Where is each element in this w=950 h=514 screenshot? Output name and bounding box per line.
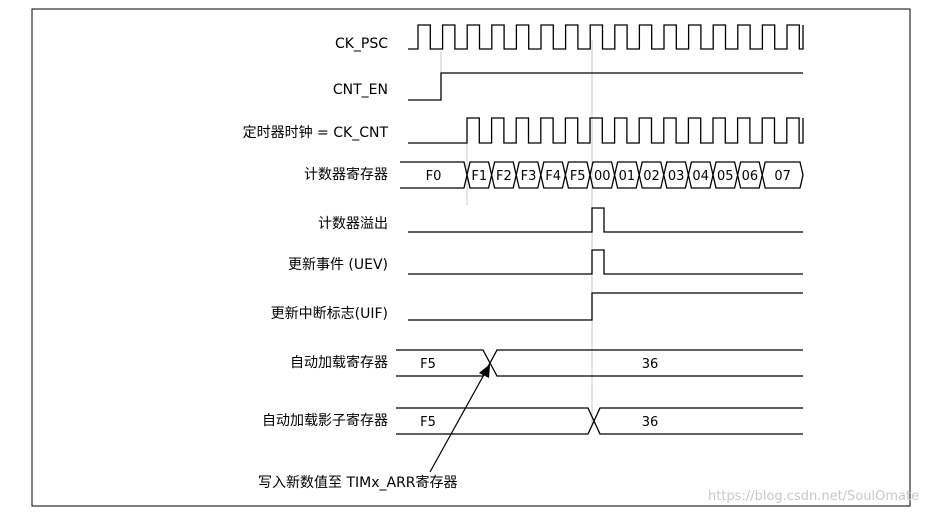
label-auto-reload-shadow-register: 自动加载影子寄存器 <box>262 412 388 429</box>
counter-value: F5 <box>570 169 586 184</box>
arr-bus-outline <box>396 349 803 377</box>
counter-register-bus: F0 F1 F2 F3 F4 F5 00 01 02 03 04 05 06 07 <box>400 161 804 189</box>
counter-value: 04 <box>692 169 709 184</box>
counter-value: 07 <box>774 169 791 184</box>
ck-psc-waveform <box>408 24 804 50</box>
label-update-event: 更新事件 (UEV) <box>288 257 388 273</box>
counter-cell-outline <box>490 161 517 189</box>
label-counter-register: 计数器寄存器 <box>304 166 388 183</box>
counter-value: F3 <box>521 169 537 184</box>
ck-cnt-waveform <box>408 117 804 144</box>
annotation-arrow-head <box>479 364 490 378</box>
arr-shadow-value-before: F5 <box>420 415 436 430</box>
counter-value: 01 <box>619 169 636 184</box>
label-cnt-en: CNT_EN <box>333 82 388 98</box>
counter-cell-outline <box>613 161 640 189</box>
counter-value: F0 <box>426 169 442 184</box>
diagram-border <box>31 8 911 507</box>
counter-cell-outline <box>540 161 567 189</box>
counter-cell-outline <box>687 161 714 189</box>
uif-waveform <box>408 292 803 321</box>
update-event-waveform <box>408 249 803 275</box>
counter-overflow-waveform <box>408 207 803 233</box>
counter-value: F1 <box>471 169 487 184</box>
arr-value-after: 36 <box>642 357 659 372</box>
watermark-text: https://blog.csdn.net/SoulOmate <box>708 489 919 504</box>
counter-cell-outline <box>638 161 665 189</box>
counter-value: 03 <box>668 169 685 184</box>
label-ck-cnt: 定时器时钟 = CK_CNT <box>243 124 389 141</box>
counter-value: 02 <box>643 169 660 184</box>
counter-cell-outline <box>736 161 763 189</box>
cnt-en-waveform <box>408 72 803 101</box>
counter-cell-outline <box>515 161 542 189</box>
counter-value: 05 <box>717 169 734 184</box>
counter-value: 06 <box>742 169 759 184</box>
counter-cell-outline <box>466 161 493 189</box>
auto-reload-register-bus: F5 36 <box>396 349 803 377</box>
arr-shadow-value-after: 36 <box>642 415 659 430</box>
label-auto-reload-register: 自动加载寄存器 <box>290 354 388 371</box>
annotation-text: 写入新数值至 TIMx_ARR寄存器 <box>258 474 458 491</box>
label-update-interrupt-flag: 更新中断标志(UIF) <box>271 306 388 322</box>
counter-cell-outline <box>564 161 591 189</box>
label-ck-psc: CK_PSC <box>335 36 388 52</box>
arr-value-before: F5 <box>420 357 436 372</box>
counter-value: F2 <box>496 169 512 184</box>
counter-cell-outline <box>712 161 739 189</box>
counter-value: F4 <box>545 169 561 184</box>
counter-value: 00 <box>594 169 611 184</box>
auto-reload-shadow-register-bus: F5 36 <box>396 407 803 435</box>
counter-cell-outline <box>761 161 804 189</box>
counter-cell-outline <box>589 161 616 189</box>
arr-shadow-bus-outline <box>396 407 803 435</box>
label-counter-overflow: 计数器溢出 <box>318 216 388 232</box>
counter-cell-outline <box>663 161 690 189</box>
annotation-arrow-line <box>429 370 487 473</box>
